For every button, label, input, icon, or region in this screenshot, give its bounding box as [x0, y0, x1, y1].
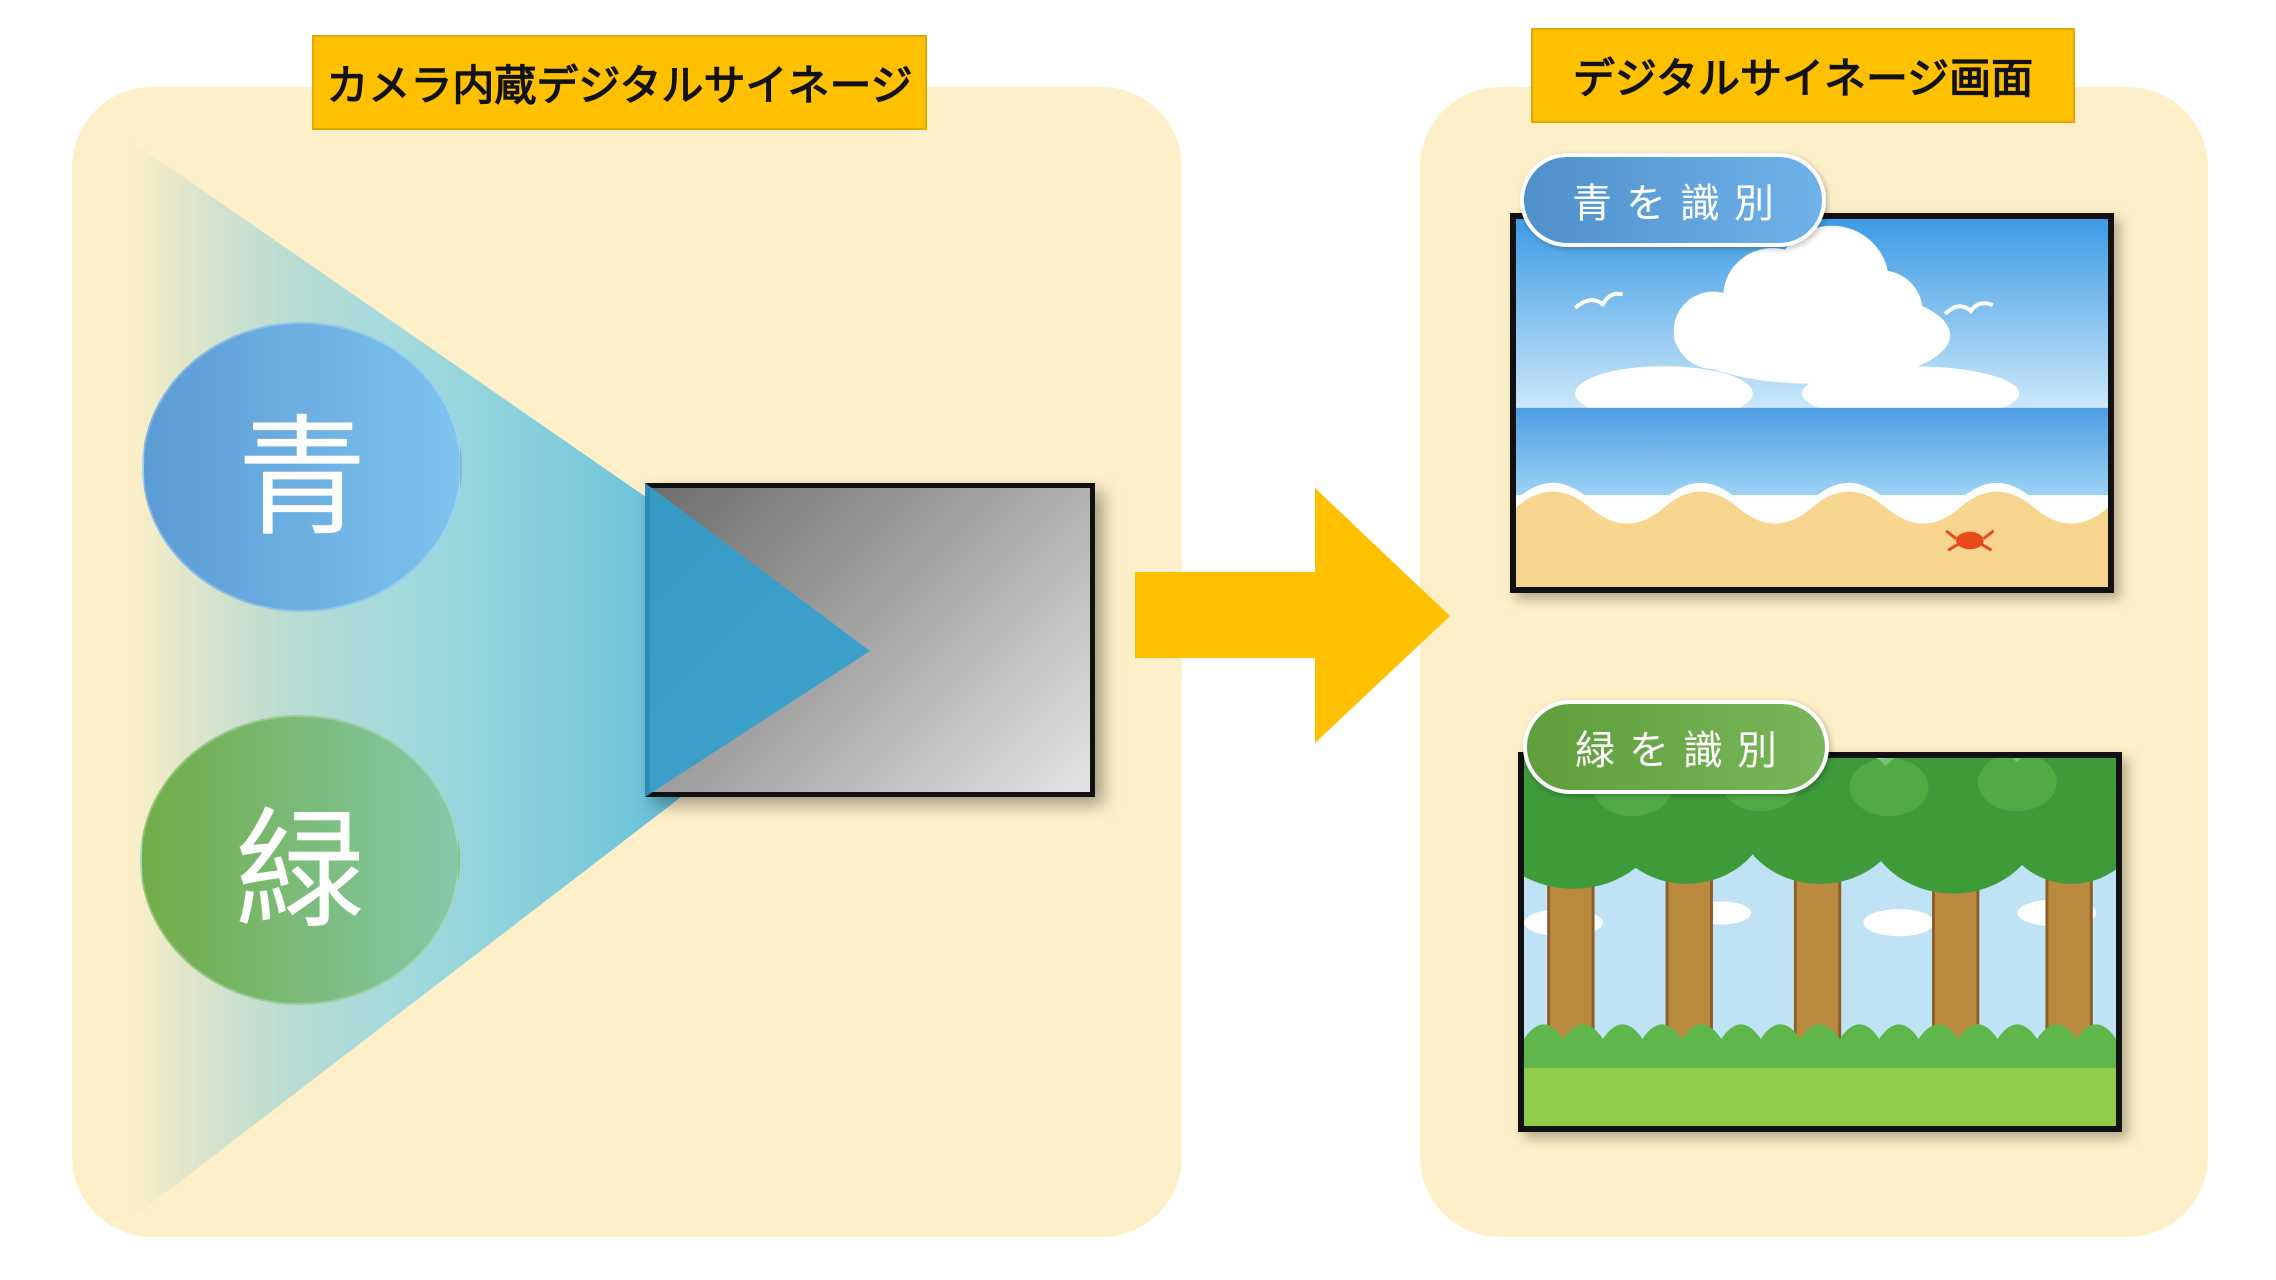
signage-screen-title-text: デジタルサイネージ画面 [1572, 54, 2034, 103]
green-badge-label: 緑を識別 [1575, 728, 1791, 774]
beach-scene-screen [1510, 213, 2114, 593]
blue-circle-label: 青 [236, 402, 367, 554]
beam-overlay-on-device [645, 483, 870, 797]
blue-badge-label: 青を識別 [1572, 181, 1788, 227]
signage-screen-title: デジタルサイネージ画面 [1531, 28, 2075, 123]
beach-scene-icon [1516, 219, 2108, 587]
green-color-circle: 緑 [140, 715, 460, 1005]
blue-detected-badge: 青を識別 [1520, 153, 1826, 247]
green-detected-badge: 緑を識別 [1523, 700, 1829, 794]
blue-color-circle: 青 [142, 322, 462, 612]
forest-scene-icon [1524, 758, 2116, 1126]
right-arrow-icon [1135, 488, 1450, 743]
camera-signage-title: カメラ内蔵デジタルサイネージ [312, 35, 927, 130]
camera-signage-title-text: カメラ内蔵デジタルサイネージ [326, 61, 913, 110]
green-circle-label: 緑 [234, 795, 365, 947]
forest-scene-screen [1518, 752, 2122, 1132]
